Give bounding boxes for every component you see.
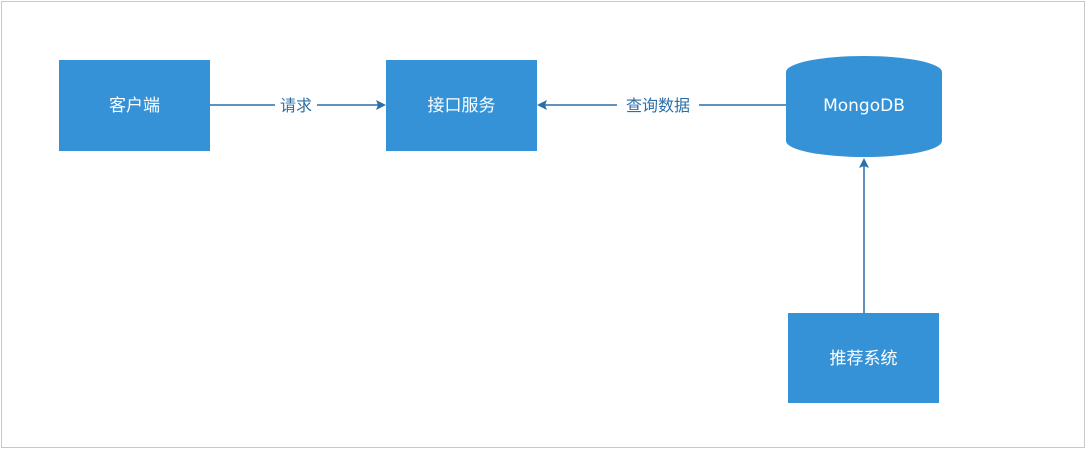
node-client-label: 客户端 [109,96,160,116]
edge-query-arrowhead [537,100,547,110]
node-mongodb: MongoDB [786,56,942,157]
edge-request-label-bg [275,94,317,116]
node-client-box [59,60,210,151]
edge-write [859,158,869,313]
edge-request-arrowhead [376,100,386,110]
node-api-service: 接口服务 [386,60,537,151]
node-client: 客户端 [59,60,210,151]
database-cylinder-icon [786,56,942,157]
edge-request-label: 请求 [280,96,312,115]
node-api-service-box [386,60,537,151]
node-recommender-label: 推荐系统 [830,349,898,369]
node-recommender: 推荐系统 [788,313,939,403]
edge-query: 查询数据 [537,94,786,116]
edge-request: 请求 [210,94,386,116]
node-mongodb-label: MongoDB [823,96,905,116]
node-api-service-label: 接口服务 [428,96,496,116]
node-recommender-box [788,313,939,403]
edge-query-label-bg [617,94,699,116]
edge-query-label: 查询数据 [626,96,690,115]
edge-write-arrowhead [859,158,869,168]
